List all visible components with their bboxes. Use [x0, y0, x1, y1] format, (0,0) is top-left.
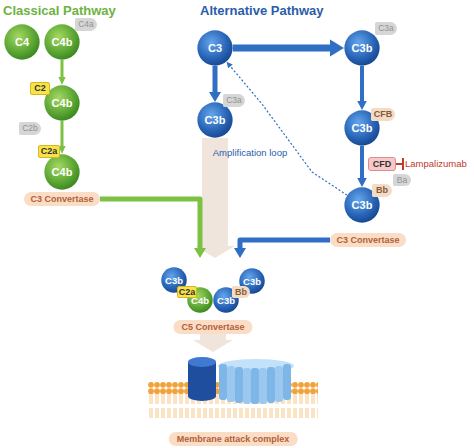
- fragment-tag: C2a: [177, 286, 197, 298]
- node-text: C2b: [19, 122, 41, 135]
- factor-tag: Bb: [372, 184, 392, 197]
- arrow-line: [61, 121, 64, 147]
- protein-circle: C3b: [344, 30, 380, 66]
- arrow-line: [213, 66, 218, 93]
- node-text: C3a: [223, 94, 245, 107]
- node-text: C3: [197, 30, 233, 66]
- fragment-tag: C2b: [19, 122, 41, 135]
- membrane-illustration: [148, 352, 318, 428]
- fragment-tag: Ba: [393, 174, 411, 186]
- pore-cylinder-top: [188, 357, 216, 367]
- node-text: Bb: [232, 286, 250, 298]
- fragment-tag: C2a: [38, 145, 60, 158]
- protein-circle: C4: [4, 24, 40, 60]
- pathway-arrow: [357, 146, 367, 187]
- arrow-line: [360, 66, 364, 102]
- pore-cylinder-base: [188, 391, 216, 401]
- arrow-line: [200, 334, 226, 341]
- node-text: C3a: [375, 22, 397, 35]
- node-text: CFB: [371, 108, 395, 121]
- node-text: C3 Convertase: [24, 192, 100, 206]
- node-text: C4b: [44, 154, 80, 190]
- node-text: C2a: [39, 146, 59, 157]
- arrow-line: [233, 45, 331, 52]
- pathway-title: Classical Pathway: [3, 3, 116, 18]
- circle-fill: [197, 30, 232, 65]
- factor-tag: CFB: [371, 108, 395, 121]
- arrow-head: [234, 248, 246, 258]
- fragment-tag: C4a: [75, 18, 97, 31]
- convertase-pill: C3 Convertase: [24, 192, 100, 206]
- pathway-arrow: [227, 62, 347, 195]
- arrow-head: [58, 77, 65, 85]
- circle-fill: [344, 30, 379, 65]
- node-text: C5 Convertase: [173, 320, 252, 334]
- fragment-tag: C3a: [223, 94, 245, 107]
- node-text: C3b: [197, 102, 233, 138]
- drug-label: Lampalizumab: [405, 158, 467, 169]
- mac-ring-columns: [219, 364, 291, 404]
- inhibitor-bar: [402, 158, 404, 170]
- pathway-arrow: [58, 60, 65, 85]
- circle-fill: [187, 287, 212, 312]
- circle-fill: [4, 24, 39, 59]
- arrow-head: [209, 92, 221, 102]
- arrow-line: [240, 240, 330, 249]
- circle-fill: [344, 187, 379, 222]
- arrow-head: [227, 62, 233, 69]
- arrow-head: [194, 248, 206, 258]
- membrane-attack-complex: Membrane attack complex: [148, 352, 318, 446]
- circle-fill: [44, 154, 79, 189]
- fragment-tag: C2: [30, 82, 50, 95]
- node-text: Bb: [372, 184, 392, 197]
- arrow-line: [230, 66, 347, 195]
- pathway-arrow: [357, 66, 367, 110]
- arrow-line: [360, 146, 364, 179]
- node-text: Ba: [393, 174, 411, 186]
- convertase-pill: C3 Convertase: [330, 233, 406, 247]
- pathway-arrow: [233, 40, 344, 57]
- pathway-arrow: [234, 240, 330, 258]
- fragment-tag: C3a: [375, 22, 397, 35]
- node-text: C2a: [178, 287, 196, 297]
- pore-cylinder: [188, 362, 216, 396]
- factor-tag: Bb: [232, 286, 250, 298]
- pathway-title: Alternative Pathway: [200, 3, 324, 18]
- convertase-complex: C5 ConvertaseC3bC2aC4bC3bBbC3b: [158, 258, 268, 334]
- arrow-head: [357, 178, 367, 187]
- node-text: CFD: [369, 158, 395, 170]
- pathway-arrow: [209, 66, 221, 102]
- arrow-line: [100, 199, 200, 249]
- node-text: C3b: [344, 30, 380, 66]
- node-text: C2: [31, 83, 49, 94]
- node-text: C4a: [75, 18, 97, 31]
- factor-d-pill: CFD: [368, 157, 396, 171]
- arrow-line: [61, 60, 64, 78]
- node-text: C4: [4, 24, 40, 60]
- circle-fill: [197, 102, 232, 137]
- node-text: Membrane attack complex: [169, 432, 298, 446]
- inhibitor-line: [396, 163, 403, 165]
- protein-circle: C3: [197, 30, 233, 66]
- node-text: C3 Convertase: [330, 233, 406, 247]
- protein-circle: C3b: [197, 102, 233, 138]
- arrow-head: [330, 40, 344, 57]
- arrow-head: [357, 101, 367, 110]
- circle-fill: [44, 85, 79, 120]
- pathway-arrow: [193, 334, 233, 352]
- edge-label: Amplification loop: [213, 147, 287, 158]
- protein-circle: C4b: [44, 154, 80, 190]
- circle-fill: [344, 110, 379, 145]
- circle-fill: [213, 287, 238, 312]
- arrow-head: [193, 340, 233, 352]
- pathway-arrow: [100, 199, 206, 258]
